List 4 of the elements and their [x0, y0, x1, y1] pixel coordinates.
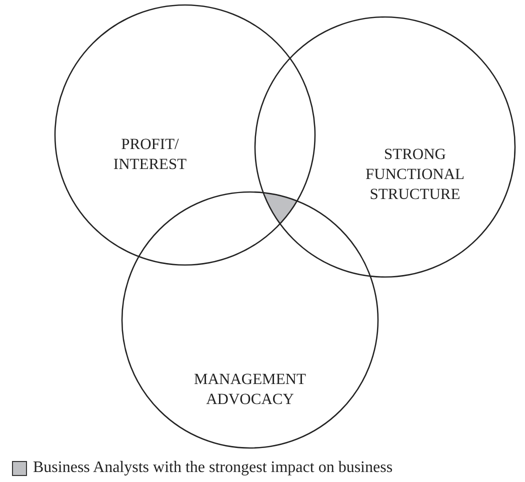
set-label: MANAGEMENT ADVOCACY [193, 370, 307, 410]
set-label: PROFIT/ INTEREST [112, 135, 188, 175]
legend-label: Business Analysts with the strongest impact on business [33, 458, 393, 478]
set-label: STRONG FUNCTIONAL STRUCTURE [364, 145, 466, 205]
